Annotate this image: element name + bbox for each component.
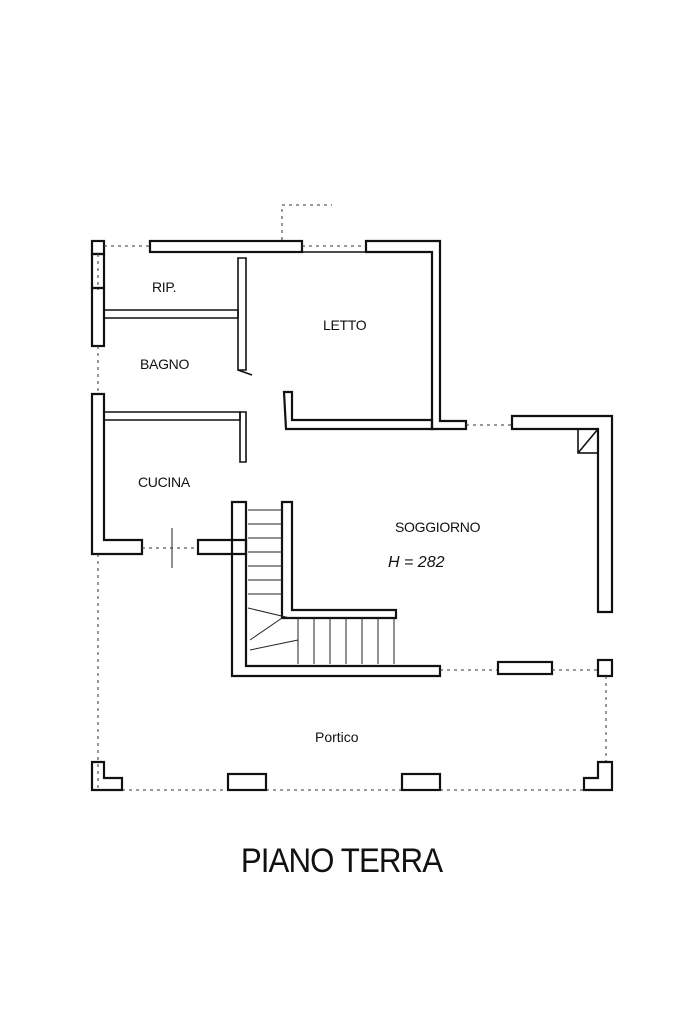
room-label-bagno: BAGNO bbox=[140, 356, 189, 372]
porch-columns bbox=[90, 760, 614, 792]
north-wall bbox=[90, 239, 468, 431]
west-wall bbox=[90, 252, 144, 790]
cucina-south-wall bbox=[142, 528, 248, 568]
room-label-portico: Portico bbox=[315, 729, 359, 745]
room-label-ripostiglio: RIP. bbox=[152, 279, 176, 295]
ceiling-height-note: H = 282 bbox=[388, 554, 445, 571]
letto-walls bbox=[282, 390, 434, 431]
room-label-letto: LETTO bbox=[323, 317, 367, 333]
porch-edge bbox=[122, 658, 614, 791]
roof-projection bbox=[281, 204, 332, 240]
plan-title: PIANO TERRA bbox=[240, 842, 443, 880]
room-label-soggiorno: SOGGIORNO bbox=[395, 519, 481, 535]
room-label-cucina: CUCINA bbox=[138, 474, 191, 490]
left-partitions bbox=[104, 251, 432, 463]
east-wall bbox=[466, 414, 614, 614]
staircase bbox=[230, 500, 442, 678]
